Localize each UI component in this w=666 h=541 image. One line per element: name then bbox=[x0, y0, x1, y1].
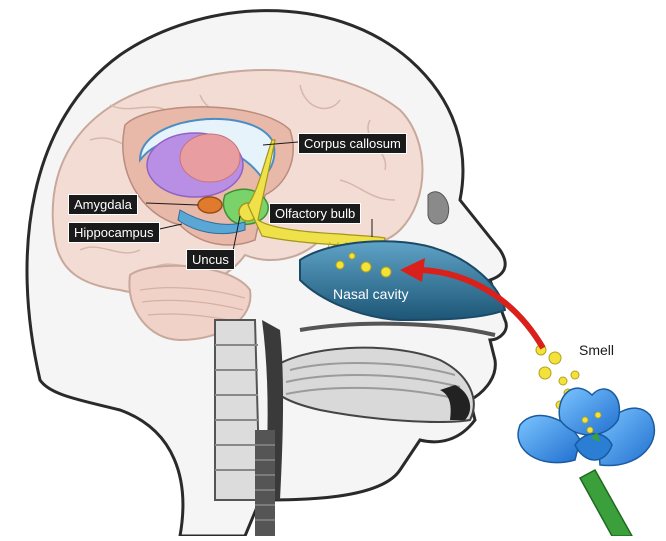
amygdala bbox=[198, 197, 222, 213]
nasal-cavity-label: Nasal cavity bbox=[333, 286, 408, 302]
flower-stem bbox=[580, 470, 632, 536]
spine bbox=[215, 320, 260, 500]
amygdala-label: Amygdala bbox=[68, 194, 138, 215]
corpus-callosum-label: Corpus callosum bbox=[298, 133, 407, 154]
olfactory-bulb-label: Olfactory bulb bbox=[269, 203, 361, 224]
uncus-label: Uncus bbox=[186, 249, 235, 270]
smell-label: Smell bbox=[579, 342, 614, 358]
flower bbox=[518, 388, 654, 465]
hippocampus-label: Hippocampus bbox=[68, 222, 160, 243]
